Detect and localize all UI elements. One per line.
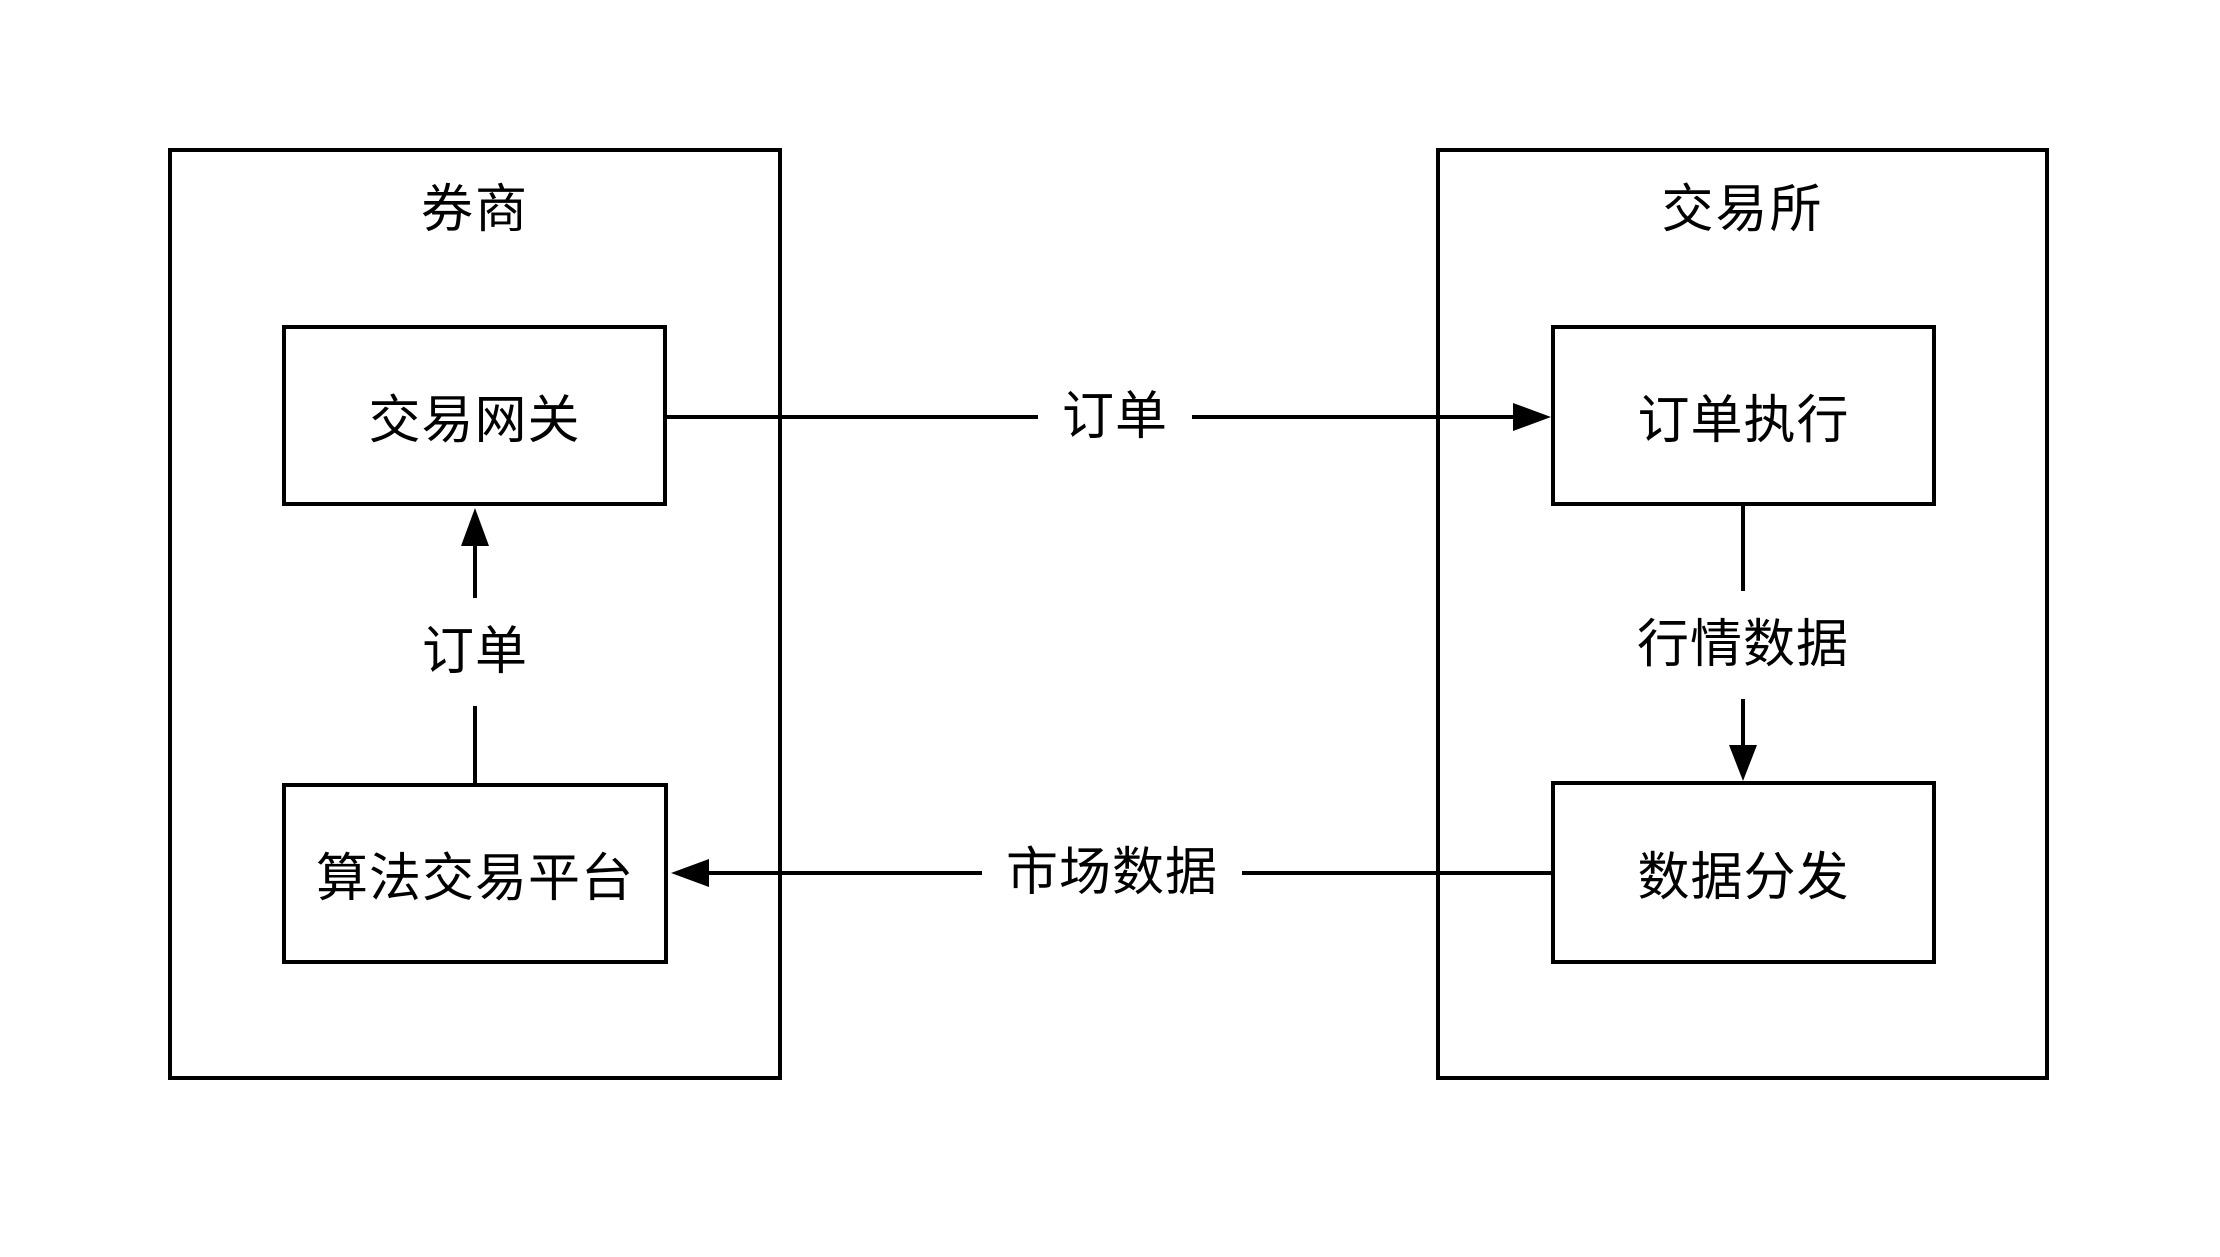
node-trading-gateway: 交易网关 <box>282 325 667 506</box>
node-data-distribution: 数据分发 <box>1551 781 1936 964</box>
node-algo-trading-platform: 算法交易平台 <box>282 783 668 964</box>
container-exchange-title: 交易所 <box>1661 181 1824 239</box>
node-algo-trading-platform-label: 算法交易平台 <box>315 850 634 908</box>
edge-label-order-to-gateway: 订单 <box>409 598 541 706</box>
edge-label-market-data: 市场数据 <box>981 839 1243 907</box>
container-broker-title: 券商 <box>420 181 529 239</box>
edge-label-order-to-execution: 订单 <box>1037 383 1193 451</box>
node-order-execution: 订单执行 <box>1551 325 1936 506</box>
node-trading-gateway-label: 交易网关 <box>368 392 581 450</box>
edge-label-quote-data: 行情数据 <box>1624 591 1862 699</box>
container-exchange: 交易所 <box>1436 148 2049 1080</box>
node-data-distribution-label: 数据分发 <box>1637 849 1850 907</box>
node-order-execution-label: 订单执行 <box>1637 392 1850 450</box>
container-broker: 券商 <box>168 148 782 1080</box>
